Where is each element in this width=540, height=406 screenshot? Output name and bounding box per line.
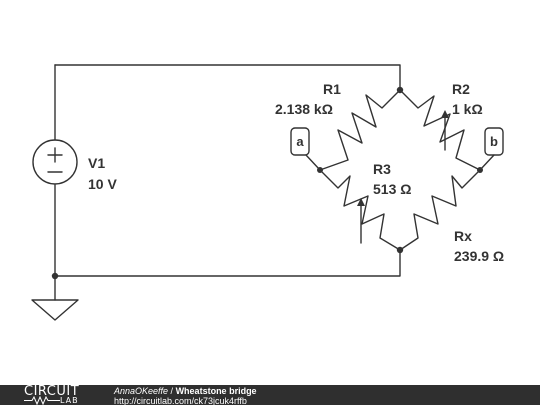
r2-name-label: R2 <box>452 81 470 97</box>
probe-a-label: a <box>296 134 304 149</box>
circuit-url[interactable]: http://circuitlab.com/ck73jcuk4rffb <box>114 396 247 406</box>
wire-bottom <box>54 249 401 277</box>
v1-value-label: 10 V <box>88 176 117 192</box>
wires <box>54 64 401 301</box>
rx-value-label: 239.9 Ω <box>454 248 504 264</box>
r3-name-label: R3 <box>373 161 391 177</box>
circuit-schematic: V1 10 V R1 2.138 kΩ R2 1 kΩ R3 513 Ω Rx … <box>31 64 504 321</box>
v1-name-label: V1 <box>88 155 105 171</box>
resistor-r1 <box>319 89 401 171</box>
voltage-source-v1 <box>32 139 78 185</box>
resistor-r2 <box>399 89 481 171</box>
logo-bottom-text: LAB <box>60 396 79 405</box>
resistor-rx <box>399 169 481 251</box>
logo-resistor-icon <box>24 396 60 405</box>
probe-a: a <box>290 127 321 171</box>
wire-top <box>54 64 401 91</box>
logo-top-text: CIRCUIT <box>24 384 80 399</box>
rx-name-label: Rx <box>454 228 472 244</box>
r1-name-label: R1 <box>323 81 341 97</box>
footer-meta: AnnaOKeeffe / Wheatstone bridge http://c… <box>114 386 257 406</box>
circuitlab-logo: CIRCUIT LAB <box>24 385 94 405</box>
r3-value-label: 513 Ω <box>373 181 411 197</box>
resistor-r3 <box>319 169 401 251</box>
author-link[interactable]: AnnaOKeeffe <box>114 386 169 396</box>
node-ground <box>51 272 59 280</box>
circuit-title[interactable]: Wheatstone bridge <box>175 386 257 396</box>
ground-icon <box>31 299 79 321</box>
title-separator: / <box>168 386 176 396</box>
r2-value-label: 1 kΩ <box>452 101 483 117</box>
probe-b-label: b <box>490 134 498 149</box>
probe-b: b <box>479 127 504 171</box>
r1-value-label: 2.138 kΩ <box>275 101 333 117</box>
footer-bar: CIRCUIT LAB AnnaOKeeffe / Wheatstone bri… <box>0 385 540 406</box>
